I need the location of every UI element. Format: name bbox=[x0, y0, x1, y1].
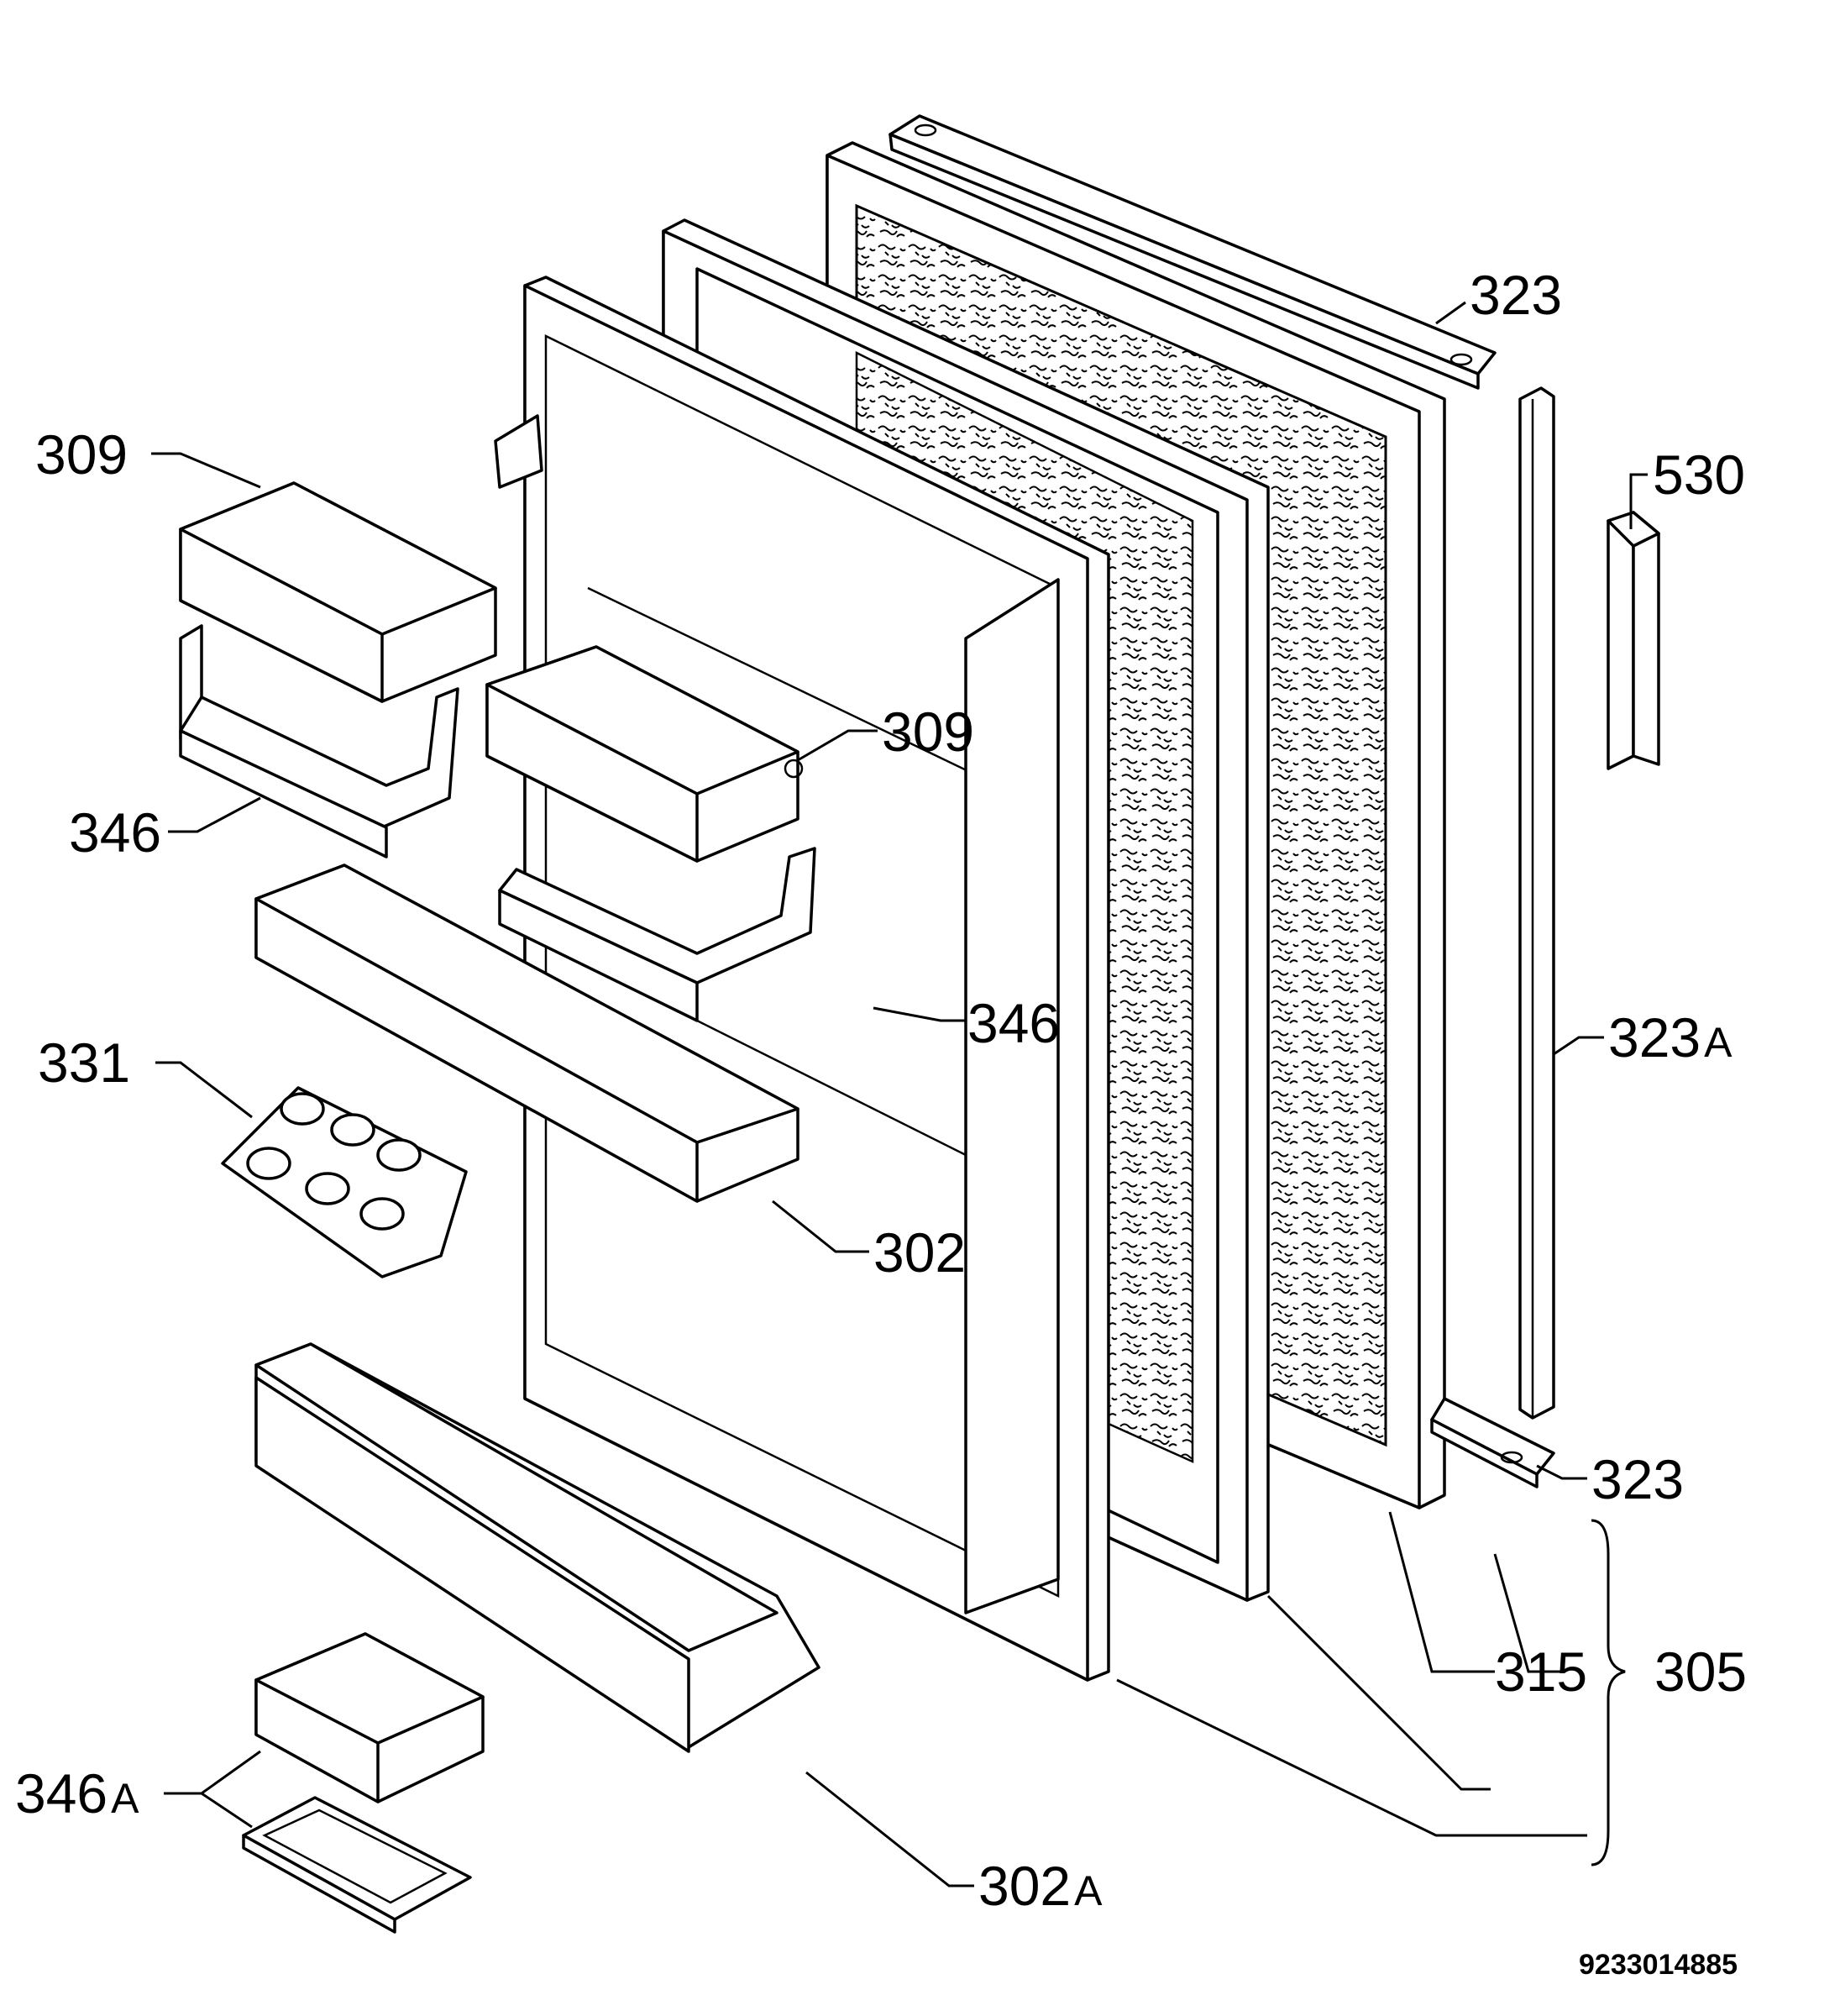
tray-346a bbox=[242, 1796, 472, 1934]
label-number: 346 bbox=[69, 801, 162, 864]
inner-door-liner bbox=[494, 276, 1110, 1682]
label-302a: 302A bbox=[978, 1858, 1102, 1914]
label-suffix: A bbox=[1704, 1019, 1733, 1066]
label-number: 323 bbox=[1608, 1006, 1701, 1068]
leader-lines bbox=[151, 301, 1648, 1887]
label-number: 305 bbox=[1654, 1641, 1748, 1703]
label-346-middle: 346 bbox=[967, 995, 1063, 1051]
door-shelf-302a bbox=[254, 1342, 820, 1753]
shelf-bracket-left bbox=[179, 624, 459, 858]
label-346-left: 346 bbox=[69, 805, 165, 860]
label-number: 309 bbox=[882, 701, 975, 763]
label-309-left: 309 bbox=[35, 427, 131, 482]
label-number: 323 bbox=[1591, 1448, 1685, 1510]
drawing-code: 9233014885 bbox=[1579, 1949, 1738, 1981]
label-number: 530 bbox=[1653, 444, 1746, 506]
shelf-cover-middle bbox=[485, 645, 804, 863]
label-suffix: A bbox=[111, 1775, 139, 1822]
label-346a: 346A bbox=[15, 1766, 139, 1821]
label-530: 530 bbox=[1653, 447, 1748, 502]
label-331: 331 bbox=[38, 1035, 134, 1090]
label-number: 309 bbox=[35, 423, 128, 486]
label-305: 305 bbox=[1654, 1644, 1750, 1699]
label-302: 302 bbox=[873, 1225, 969, 1280]
vertical-strip bbox=[1518, 386, 1555, 1420]
label-323a: 323A bbox=[1608, 1010, 1732, 1065]
label-315: 315 bbox=[1495, 1644, 1591, 1699]
hinge-bar-top bbox=[889, 114, 1497, 390]
shelf-bracket-middle bbox=[498, 847, 816, 1022]
shelf-cover-left bbox=[179, 481, 497, 703]
egg-tray bbox=[221, 1086, 468, 1278]
label-number: 346 bbox=[967, 992, 1061, 1054]
label-number: 331 bbox=[38, 1032, 131, 1094]
hinge-bar-bottom bbox=[1430, 1397, 1555, 1488]
cover-346a bbox=[254, 1632, 485, 1803]
label-309-middle: 309 bbox=[882, 704, 978, 759]
label-number: 346 bbox=[15, 1762, 108, 1824]
label-323-bottom: 323 bbox=[1591, 1452, 1687, 1507]
label-number: 302 bbox=[873, 1221, 967, 1284]
hinge-bracket bbox=[1607, 511, 1660, 770]
door-shelf-302 bbox=[254, 864, 799, 1203]
label-number: 302 bbox=[978, 1855, 1072, 1917]
label-number: 315 bbox=[1495, 1641, 1588, 1703]
label-323-top: 323 bbox=[1470, 267, 1565, 323]
label-suffix: A bbox=[1074, 1867, 1103, 1914]
label-number: 323 bbox=[1470, 264, 1563, 326]
